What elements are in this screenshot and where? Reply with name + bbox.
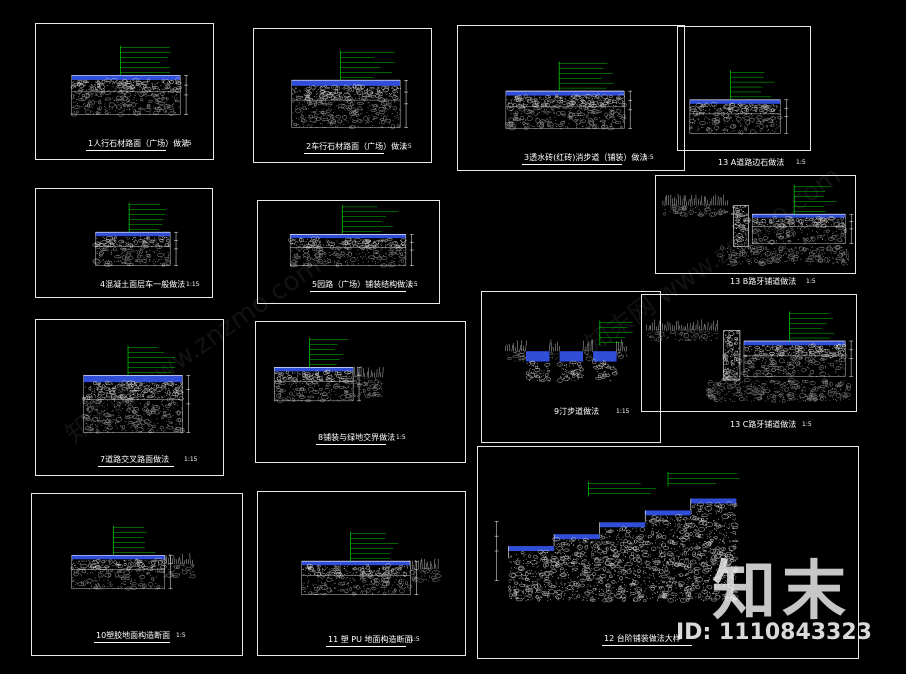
title-underline — [86, 150, 166, 151]
sheet-title: 8铺装与绿地交界做法 — [318, 433, 396, 442]
sheet-scale: 1:5 — [396, 434, 406, 441]
sheet-scale: 1:5 — [410, 636, 420, 643]
id-watermark: ID: 1110843323 — [676, 620, 872, 645]
title-underline — [94, 642, 170, 643]
detail-sheet-5: 5园路（广场）铺装结构做法 1:5 — [257, 200, 440, 304]
brand-watermark: 知末 — [712, 555, 852, 629]
sheet-scale: 1:5 — [796, 159, 806, 166]
sheet-scale: 1:15 — [616, 408, 630, 415]
detail-sheet-13c: 13 C路牙铺道做法 1:5 — [641, 294, 857, 429]
sheet-title: 13 A道路边石做法 — [718, 158, 785, 167]
sheet-scale: 1:15 — [184, 456, 198, 463]
title-underline — [304, 153, 384, 154]
detail-sheet-3: 3透水砖(红砖)消步道（铺装）做法 1:5 — [457, 25, 685, 171]
detail-sheet-8: 8铺装与绿地交界做法 1:5 — [255, 321, 466, 463]
sheet-scale: 1:15 — [186, 281, 200, 288]
section-drawing — [688, 70, 789, 135]
sheet-title: 1人行石材路面（广场）做法 — [88, 139, 190, 148]
section-drawing — [662, 184, 854, 267]
sheet-title: 7道路交叉路面做法 — [100, 455, 170, 464]
detail-sheet-9: 9汀步道做法 1:15 — [481, 291, 661, 443]
section-drawing — [273, 337, 384, 403]
detail-sheet-10: 10塑胶地面构造断面 1:5 — [31, 493, 243, 656]
section-drawing — [291, 50, 409, 130]
detail-sheet-4: 4混凝土面层车一般做法 1:15 — [35, 188, 213, 298]
section-drawing — [288, 204, 414, 268]
detail-sheet-13a: 13 A道路边石做法 1:5 — [677, 26, 811, 167]
sheet-title: 9汀步道做法 — [554, 407, 600, 416]
detail-sheet-12: 12 台阶铺装做法大样 — [477, 446, 859, 659]
section-drawing — [92, 202, 178, 267]
detail-sheet-2: 2车行石材路面（广场）做法 1:5 — [253, 28, 432, 163]
title-underline — [326, 646, 406, 647]
sheet-title: 13 C路牙铺道做法 — [730, 420, 797, 429]
sheet-scale: 1:5 — [402, 143, 412, 150]
section-drawing — [70, 45, 189, 117]
sheet-title: 11 塑 PU 地面构造断面 — [328, 635, 413, 644]
sheet-title: 2车行石材路面（广场）做法 — [306, 142, 408, 151]
sheet-scale: 1:5 — [176, 632, 186, 639]
detail-sheet-7: 7道路交叉路面做法 1:15 — [35, 319, 224, 476]
detail-sheet-11: 11 塑 PU 地面构造断面 1:5 — [257, 491, 466, 656]
detail-sheet-13b: 13 B路牙铺道做法 1:5 — [655, 175, 856, 286]
section-drawing — [494, 471, 740, 603]
sheet-title: 10塑胶地面构造断面 — [96, 631, 171, 640]
section-drawing — [646, 311, 854, 403]
sheet-title: 13 B路牙铺道做法 — [730, 277, 797, 286]
title-underline — [316, 444, 386, 445]
section-drawing — [81, 345, 191, 434]
sheet-title: 4混凝土面层车一般做法 — [100, 280, 186, 289]
sheet-title: 5园路（广场）铺装结构做法 — [312, 280, 414, 289]
sheet-scale: 1:5 — [806, 278, 816, 285]
sheet-scale: 1:5 — [182, 140, 192, 147]
detail-sheet-1: 1人行石材路面（广场）做法 1:5 — [35, 23, 214, 160]
title-underline — [522, 164, 622, 165]
sheet-scale: 1:5 — [802, 421, 812, 428]
sheet-scale: 1:5 — [644, 154, 654, 161]
section-drawing — [301, 531, 442, 596]
sheet-title: 12 台阶铺装做法大样 — [604, 634, 681, 643]
section-drawing — [70, 525, 196, 591]
section-drawing — [505, 61, 633, 131]
title-underline — [98, 466, 174, 467]
sheet-title: 3透水砖(红砖)消步道（铺装）做法 — [524, 153, 648, 162]
title-underline — [602, 645, 692, 646]
title-underline — [310, 291, 406, 292]
section-drawing — [505, 320, 633, 383]
sheet-scale: 1:5 — [408, 281, 418, 288]
